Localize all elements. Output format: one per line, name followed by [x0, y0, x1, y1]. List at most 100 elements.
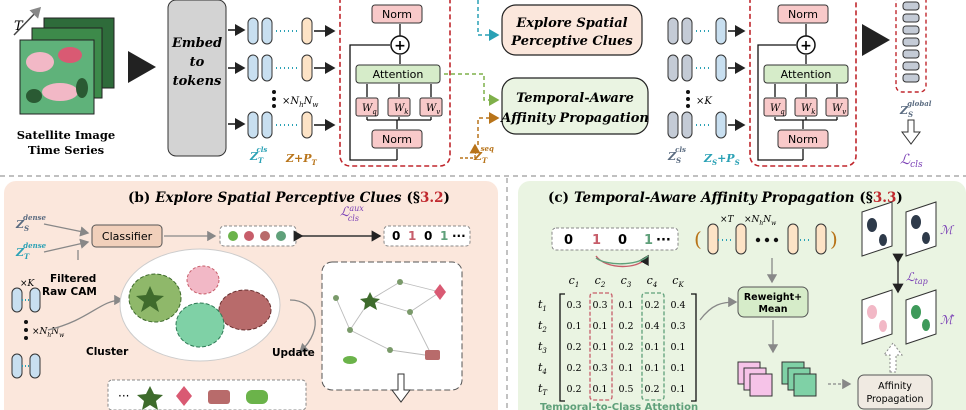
label-bit-b-2: 0	[424, 229, 432, 243]
nn-repeat-c: ×NhNw	[744, 215, 777, 227]
token-c-4	[815, 223, 827, 255]
matrix-cell: 0.1	[670, 384, 685, 395]
prototype-ellipsis: ···	[118, 389, 129, 403]
affinity-up-arrow	[883, 342, 903, 373]
matrix-cell: 0.2	[566, 384, 581, 395]
matrix-cell: 0.1	[566, 321, 581, 332]
graph-nodes	[333, 279, 446, 364]
matrix-cell: 0.4	[670, 300, 685, 311]
cluster-label: Cluster	[86, 346, 129, 358]
matrix-col-header: c4	[647, 274, 658, 289]
matrix-col-header: c1	[569, 274, 580, 289]
affinity-line-1: Affinity	[878, 381, 912, 392]
norm2-bottom-label: Norm	[788, 133, 818, 146]
update-label: Update	[272, 347, 315, 359]
panel-c-title: (c)Temporal-Aware Affinity Propagation(§…	[548, 190, 903, 206]
z-t-dense-label: ZTdense	[15, 241, 47, 261]
matrix-col-header: c3	[621, 274, 632, 289]
embed-line-2: to	[190, 55, 205, 70]
label-bit-c-0: 0	[564, 233, 573, 248]
label-bit-c-3: 1	[644, 233, 653, 248]
wq-label: Wq	[362, 103, 377, 116]
matrix-cell: 0.1	[618, 300, 633, 311]
matrix-to-reweight	[699, 296, 738, 321]
matrix-row-header: t4	[538, 361, 547, 376]
label-bit-b-4: ···	[452, 229, 466, 243]
qkv-weights-2	[763, 97, 849, 117]
z-t-cls-label: ZTcls	[249, 145, 267, 165]
plus-glyph-1: +	[394, 38, 406, 54]
matrix-brackets	[559, 293, 697, 402]
norm-bottom-box	[371, 129, 423, 149]
z-t-seq-label: ZTseq	[473, 144, 494, 165]
time-axis-arrow	[13, 6, 42, 36]
global-token-box	[895, 0, 927, 93]
spatial-token-arrows	[728, 25, 746, 131]
embed-token-arrows	[228, 24, 246, 130]
satellite-label-1: Satellite Image	[17, 128, 115, 142]
tokens-repeat-label: ×NhNw	[282, 96, 318, 109]
label-bit-b-0: 0	[392, 229, 400, 243]
matrix-col-header: cK	[672, 274, 684, 289]
panel-b-title: (b)Explore Spatial Perceptive Clues(§3.2…	[128, 190, 450, 206]
explore-line-2: Perceptive Clues	[510, 34, 633, 49]
token-c-3	[787, 223, 799, 255]
matrix-cell: 0.1	[592, 342, 607, 353]
nn-repeat-b: ×NhNw	[32, 327, 65, 339]
matrix-cell: 0.2	[566, 363, 581, 374]
down-hollow-arrow	[901, 119, 921, 145]
label-bits-box-b	[383, 225, 471, 247]
wv-label: Wv	[426, 103, 440, 116]
norm-top-label: Norm	[382, 8, 412, 21]
loss-tap-label: ℒtap	[906, 270, 928, 286]
attention-label: Attention	[373, 68, 424, 81]
m-label: ℳ	[940, 223, 955, 237]
matrix-cell: 0.1	[644, 363, 659, 374]
attention2-label: Attention	[781, 68, 832, 81]
matrix-row-header: t1	[538, 298, 547, 313]
filtered-line-2: Raw CAM	[42, 286, 97, 298]
label-bit-c-4: ···	[656, 233, 671, 248]
m-hat-label: ℳ̂	[940, 313, 955, 327]
label-bit-b-3: 1	[440, 229, 448, 243]
affinity-box	[857, 374, 933, 410]
orange-connector	[477, 112, 500, 145]
matrix-cell: 0.2	[644, 300, 659, 311]
matrix-cell: 0.2	[618, 321, 633, 332]
matrix-cell: 0.1	[670, 363, 685, 374]
matrix-row-header: tT	[538, 382, 548, 397]
dot-2	[764, 237, 770, 243]
dense-arrows	[43, 223, 90, 253]
matrix-cell: 0.1	[618, 363, 633, 374]
matrix-column-highlight	[641, 292, 665, 401]
satellite-label-2: Time Series	[28, 143, 104, 157]
graph-edges	[335, 281, 441, 357]
z-s-plus-p-s-label: ZS+PS	[703, 152, 740, 167]
embed-line-3: tokens	[173, 74, 222, 89]
token-to-transformer-arrows	[314, 25, 336, 131]
dot-1	[755, 237, 761, 243]
classifier-box	[91, 224, 163, 248]
attention-box	[355, 64, 441, 84]
wq2-label: Wq	[770, 103, 785, 116]
wk-label: Wk	[394, 103, 409, 116]
reweight-line-2: Mean	[758, 304, 787, 315]
temporal-line-2: Affinity Propagation	[499, 111, 649, 126]
matrix-cell: 0.3	[670, 321, 685, 332]
cluster-arrow	[47, 294, 124, 331]
explore-module-box	[501, 4, 643, 56]
dot-3	[773, 237, 779, 243]
prototype-icons	[137, 386, 268, 410]
satellite-image-stack	[19, 17, 115, 115]
temporal-line-1: Temporal-Aware	[516, 91, 634, 106]
affinity-line-2: Propagation	[867, 394, 924, 405]
matrix-cell: 0.2	[618, 342, 633, 353]
paren-right: )	[830, 227, 838, 251]
token-c-2	[735, 223, 747, 255]
matrix-cell: 0.4	[644, 321, 659, 332]
attention-caption: Temporal-to-Class Attention	[540, 402, 698, 410]
matrix-cell: 0.1	[670, 342, 685, 353]
reweight-line-1: Reweight+	[744, 292, 802, 303]
z-t-seq-arrow	[460, 143, 481, 159]
